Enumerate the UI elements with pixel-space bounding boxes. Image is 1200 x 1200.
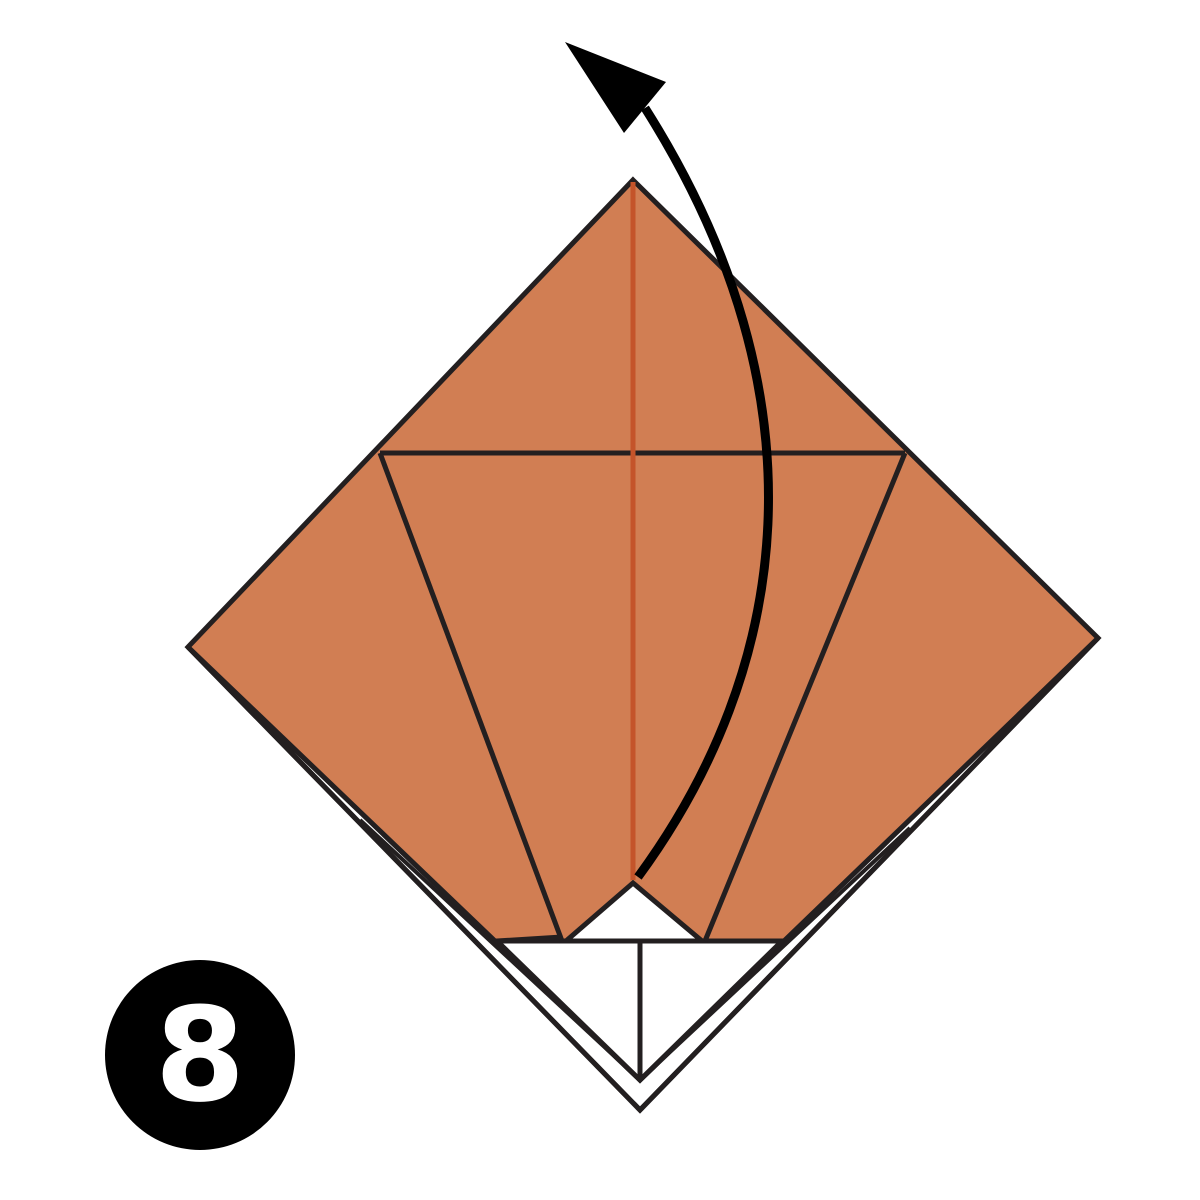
left-bottom-edge	[496, 934, 563, 944]
curved-arrow-up-icon	[565, 42, 773, 880]
step-number: 8	[155, 979, 245, 1131]
back-layer-left-edge	[186, 636, 1100, 1114]
left-diagonal-fold	[377, 452, 565, 942]
paper-front	[184, 176, 1102, 1084]
fold-arrow-shaft	[634, 105, 773, 880]
bottom-flap-left-inner-edge	[358, 818, 912, 1083]
fold-arrow-head	[565, 42, 666, 133]
step-badge-circle	[105, 960, 295, 1150]
center-white-triangle	[559, 879, 709, 944]
right-diagonal-fold	[702, 452, 908, 942]
step-badge: 8	[105, 960, 295, 1150]
